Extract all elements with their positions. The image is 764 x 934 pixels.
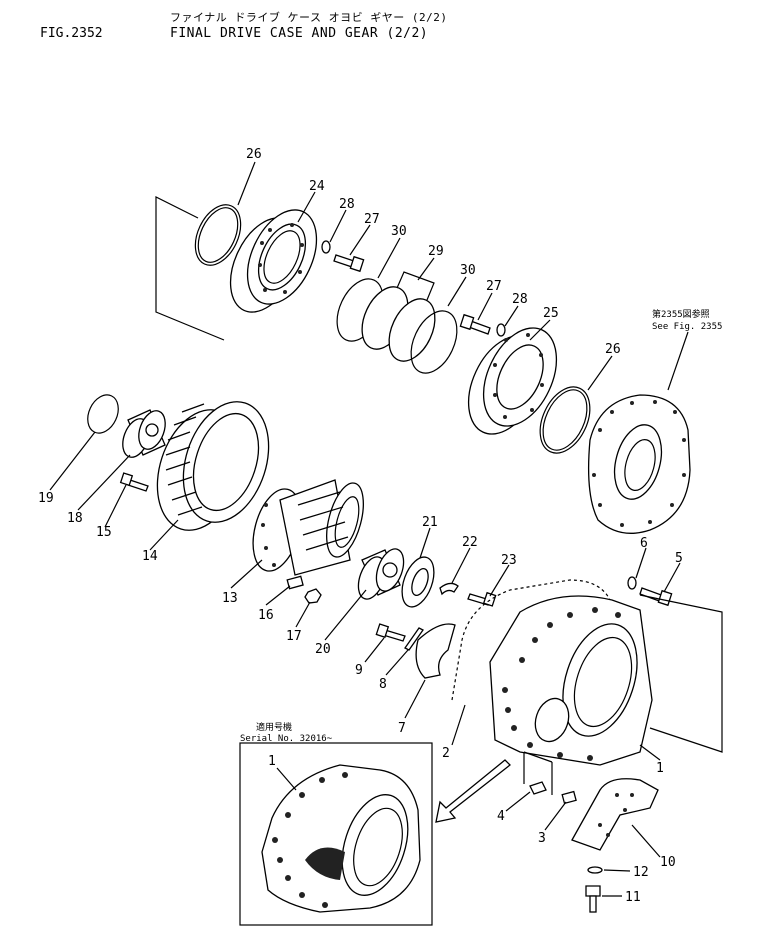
plug-leader-lines [523, 751, 553, 795]
callout-15: 15 [96, 525, 112, 540]
part-21-retainer[interactable] [396, 553, 440, 611]
reference-note-jp: 第2355図参照 [652, 308, 710, 320]
callout-1-main: 1 [656, 761, 664, 776]
callout-19: 19 [38, 491, 54, 506]
callout-numbers: 26 24 28 27 30 29 30 27 28 25 26 19 18 1… [38, 147, 683, 905]
reference-note-en: See Fig. 2355 [652, 322, 722, 332]
part-29-seal[interactable] [353, 271, 444, 368]
callout-6: 6 [640, 536, 648, 551]
callout-23: 23 [501, 553, 517, 568]
callout-20: 20 [315, 642, 331, 657]
callout-8: 8 [379, 677, 387, 692]
inset-label-serial: Serial No. 32016~ [240, 734, 333, 744]
inset-final-drive-case[interactable] [261, 764, 421, 913]
part-26-o-ring-upper[interactable] [186, 198, 249, 273]
callout-11: 11 [625, 890, 641, 905]
callout-22: 22 [462, 535, 478, 550]
part-7-cover[interactable] [415, 623, 456, 679]
part-14-ring-gear[interactable] [143, 391, 283, 542]
callout-7: 7 [398, 721, 406, 736]
part-1-final-drive-case[interactable] [489, 594, 723, 766]
figure-title-japanese: ファイナル ドライブ ケース オヨビ ギヤー (2/2) [170, 11, 448, 24]
part-15-bolt[interactable] [119, 472, 149, 492]
part-22-lock-plate[interactable] [439, 582, 459, 596]
callout-26-upper: 26 [246, 147, 262, 162]
part-25-cage[interactable] [454, 316, 571, 445]
callout-5: 5 [675, 551, 683, 566]
callout-28-right: 28 [512, 292, 528, 307]
upper-group-bracket [155, 196, 225, 341]
part-26-o-ring-lower[interactable] [530, 379, 599, 461]
callout-24: 24 [309, 179, 325, 194]
callout-14: 14 [142, 549, 158, 564]
figure-title-english: FINAL DRIVE CASE AND GEAR (2/2) [170, 26, 429, 41]
part-24-bearing[interactable] [217, 199, 331, 323]
callout-13: 13 [222, 591, 238, 606]
figure-number: FIG.2352 [40, 26, 103, 41]
callout-9: 9 [355, 663, 363, 678]
part-9-bolt[interactable] [375, 623, 406, 642]
part-12-washer[interactable] [587, 866, 603, 874]
part-11-bolt[interactable] [585, 885, 601, 913]
part-10-bracket[interactable] [571, 778, 659, 851]
part-16-lock-plate[interactable] [286, 575, 304, 590]
part-30-snap-ring-right[interactable] [402, 304, 466, 381]
callout-16: 16 [258, 608, 274, 623]
callout-1-inset: 1 [268, 754, 276, 769]
callout-30-right: 30 [460, 263, 476, 278]
part-8-lock-plate[interactable] [404, 627, 424, 651]
callout-21: 21 [422, 515, 438, 530]
callout-4: 4 [497, 809, 505, 824]
part-27-bolt-upper[interactable] [333, 254, 365, 273]
part-23-bolt[interactable] [467, 591, 497, 607]
callout-leader-lines [49, 161, 681, 897]
callout-27-right: 27 [486, 279, 502, 294]
part-20-bearing[interactable] [353, 545, 409, 603]
callout-26-lower: 26 [605, 342, 621, 357]
callout-29: 29 [428, 244, 444, 259]
callout-30-left: 30 [391, 224, 407, 239]
callout-12: 12 [633, 865, 649, 880]
callout-28-upper: 28 [339, 197, 355, 212]
part-27-bolt-upper-right[interactable] [459, 313, 491, 335]
callout-25: 25 [543, 306, 559, 321]
callout-3: 3 [538, 831, 546, 846]
part-19-snap-ring[interactable] [82, 390, 124, 438]
inset-arrow [435, 759, 511, 823]
part-28-washer-upper-right[interactable] [496, 323, 506, 337]
callout-27-upper: 27 [364, 212, 380, 227]
part-3-plug[interactable] [561, 790, 577, 805]
part-28-washer-upper[interactable] [321, 240, 331, 254]
part-5-bolt[interactable] [639, 587, 673, 607]
part-18-bearing[interactable] [118, 407, 170, 461]
reference-housing-fig-2355: 第2355図参照 See Fig. 2355 [587, 308, 722, 534]
part-2-gasket[interactable] [451, 579, 611, 701]
part-13-hub-shaft[interactable] [245, 479, 370, 576]
inset-box: 適用号機 Serial No. 32016~ [239, 721, 433, 926]
inset-label-jp: 適用号機 [256, 721, 292, 733]
callout-2: 2 [442, 746, 450, 761]
part-6-washer[interactable] [627, 576, 637, 590]
callout-18: 18 [67, 511, 83, 526]
part-4-plug[interactable] [529, 781, 547, 795]
part-17-nut[interactable] [304, 588, 322, 604]
callout-17: 17 [286, 629, 302, 644]
callout-10: 10 [660, 855, 676, 870]
